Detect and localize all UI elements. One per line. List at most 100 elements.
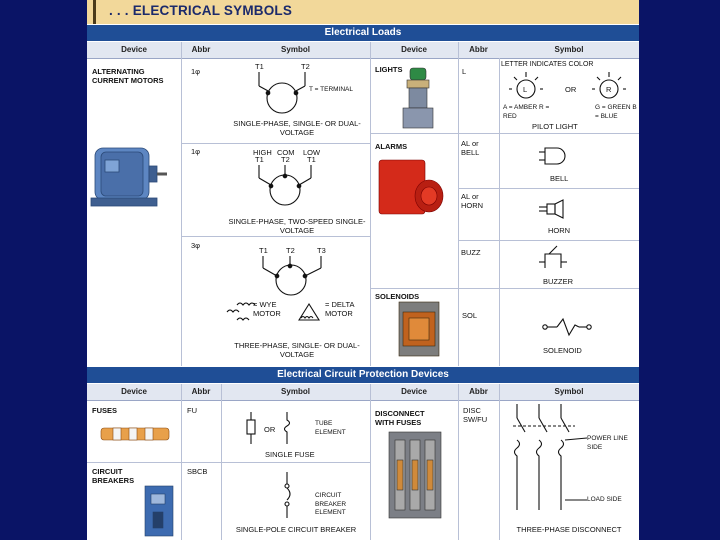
load-side-label: LOAD SIDE xyxy=(587,496,622,503)
alarm-horn-illustration xyxy=(378,159,444,215)
device-lights: LIGHTS xyxy=(375,65,403,74)
motor2-t2: T2 xyxy=(281,155,290,164)
loads-col-symbol: Symbol xyxy=(281,45,310,54)
pilot-letter-left: L xyxy=(523,85,528,94)
fuse-element-label: TUBE ELEMENT xyxy=(315,420,346,436)
breaker-caption: SINGLE-POLE CIRCUIT BREAKER xyxy=(235,525,357,534)
motor2-t3: T1 xyxy=(307,155,316,164)
wye-coil-icon xyxy=(226,302,256,321)
disconnect-caption: THREE-PHASE DISCONNECT xyxy=(516,525,622,534)
grid-line xyxy=(181,236,370,237)
abbr-bell: AL or BELL xyxy=(461,139,480,157)
delta-motor-label: = DELTA MOTOR xyxy=(325,300,355,318)
motor-symbol-3-icon xyxy=(262,256,322,296)
motor-symbol-1-icon xyxy=(258,72,306,114)
motor2-com: COM xyxy=(277,148,295,157)
grid-line xyxy=(458,384,459,540)
motor2-high: HIGH xyxy=(253,148,272,157)
pilot-light-right-icon xyxy=(592,72,626,99)
fuse-illustration xyxy=(100,427,170,441)
abbr-3phase: 3φ xyxy=(191,241,201,250)
symbols-chart-sheet: . . . ELECTRICAL SYMBOLS Electrical Load… xyxy=(87,0,639,540)
pilot-light-left-icon xyxy=(509,72,543,99)
solenoid-symbol-icon xyxy=(542,317,592,337)
motor3-t1: T1 xyxy=(259,246,268,255)
grid-line xyxy=(458,240,639,241)
protection-section-bar: Electrical Circuit Protection Devices xyxy=(87,367,639,383)
abbr-solenoid: SOL xyxy=(462,311,478,320)
grid-line xyxy=(370,133,639,134)
delta-coil-icon xyxy=(298,302,320,321)
device-solenoids: SOLENOIDS xyxy=(375,292,420,301)
horn-caption: HORN xyxy=(548,226,571,235)
motor2-t1: T1 xyxy=(255,155,264,164)
device-fuses: FUSES xyxy=(92,406,118,415)
horn-symbol-icon xyxy=(539,199,564,219)
grid-line xyxy=(181,143,370,144)
solenoid-caption: SOLENOID xyxy=(543,346,582,355)
abbr-fuse: FU xyxy=(187,406,197,415)
motor1-t2: T2 xyxy=(301,62,310,71)
grid-line xyxy=(499,58,500,366)
circuit-breaker-illustration xyxy=(144,485,174,537)
terminal-note: T = TERMINAL xyxy=(309,86,354,93)
title-band: . . . ELECTRICAL SYMBOLS xyxy=(87,0,639,24)
breaker-symbol-icon xyxy=(284,472,291,518)
color-legend-left: A = AMBER R = RED xyxy=(503,104,550,120)
prot-col-device-2: Device xyxy=(401,387,427,396)
color-legend-right: G = GREEN B = BLUE xyxy=(595,104,637,120)
abbr-disconnect: DISC SW/FU xyxy=(463,406,488,424)
pilot-or: OR xyxy=(565,85,577,94)
letter-color-note: LETTER INDICATES COLOR xyxy=(501,61,594,68)
motor1-caption: SINGLE-PHASE, SINGLE- OR DUAL-VOLTAGE xyxy=(233,119,361,137)
pilot-letter-right: R xyxy=(606,85,612,94)
page-title: . . . ELECTRICAL SYMBOLS xyxy=(109,3,293,18)
loads-header-row: Device Abbr Symbol Device Abbr Symbol xyxy=(87,42,639,59)
prot-col-abbr: Abbr xyxy=(191,387,211,396)
abbr-horn: AL or HORN xyxy=(461,192,484,210)
device-alarms: ALARMS xyxy=(375,142,408,151)
device-disconnect: DISCONNECT WITH FUSES xyxy=(375,409,425,427)
grid-line xyxy=(370,42,371,366)
loads-col-abbr: Abbr xyxy=(191,45,211,54)
abbr-breaker: SBCB xyxy=(187,467,208,476)
motor3-t3: T3 xyxy=(317,246,326,255)
motor1-t1: T1 xyxy=(255,62,264,71)
bell-caption: BELL xyxy=(550,174,569,183)
abbr-1phase-2: 1φ xyxy=(191,147,201,156)
buzzer-symbol-icon xyxy=(539,245,567,268)
abbr-lights: L xyxy=(462,67,467,76)
grid-line xyxy=(181,42,182,366)
grid-line xyxy=(458,42,459,366)
grid-line xyxy=(499,384,500,540)
disconnect-symbol-icon xyxy=(513,404,588,510)
bell-symbol-icon xyxy=(539,147,566,165)
solenoid-illustration xyxy=(398,301,440,357)
pilot-light-caption: PILOT LIGHT xyxy=(532,122,578,131)
breaker-element-label: CIRCUIT BREAKER ELEMENT xyxy=(315,492,347,516)
symbol-drawings xyxy=(90,67,626,537)
grid-line xyxy=(370,384,371,540)
protection-header-row: Device Abbr Symbol Device Abbr Symbol xyxy=(87,384,639,401)
prot-col-device: Device xyxy=(121,387,147,396)
abbr-1phase: 1φ xyxy=(191,67,201,76)
loads-section-bar: Electrical Loads xyxy=(87,25,639,41)
buzzer-caption: BUZZER xyxy=(543,277,573,286)
abbr-buzzer: BUZZ xyxy=(461,248,481,257)
motor-symbol-2-icon xyxy=(258,165,312,206)
loads-col-symbol-2: Symbol xyxy=(554,45,584,54)
ac-motor-illustration xyxy=(90,147,167,207)
motor3-t2: T2 xyxy=(286,246,295,255)
loads-col-device-2: Device xyxy=(401,45,427,54)
power-line-side-label: POWER LINE SIDE xyxy=(587,435,628,451)
prot-col-abbr-2: Abbr xyxy=(469,387,488,396)
pilot-light-illustration xyxy=(402,67,434,129)
fuse-symbol-icon xyxy=(246,412,291,444)
device-ac-motors: ALTERNATING CURRENT MOTORS xyxy=(92,67,164,85)
disconnect-illustration xyxy=(388,431,442,519)
grid-line xyxy=(458,188,639,189)
loads-col-abbr-2: Abbr xyxy=(469,45,488,54)
fuse-or: OR xyxy=(264,425,276,434)
wye-motor-label: = WYE MOTOR xyxy=(253,300,281,318)
grid-line xyxy=(87,462,370,463)
